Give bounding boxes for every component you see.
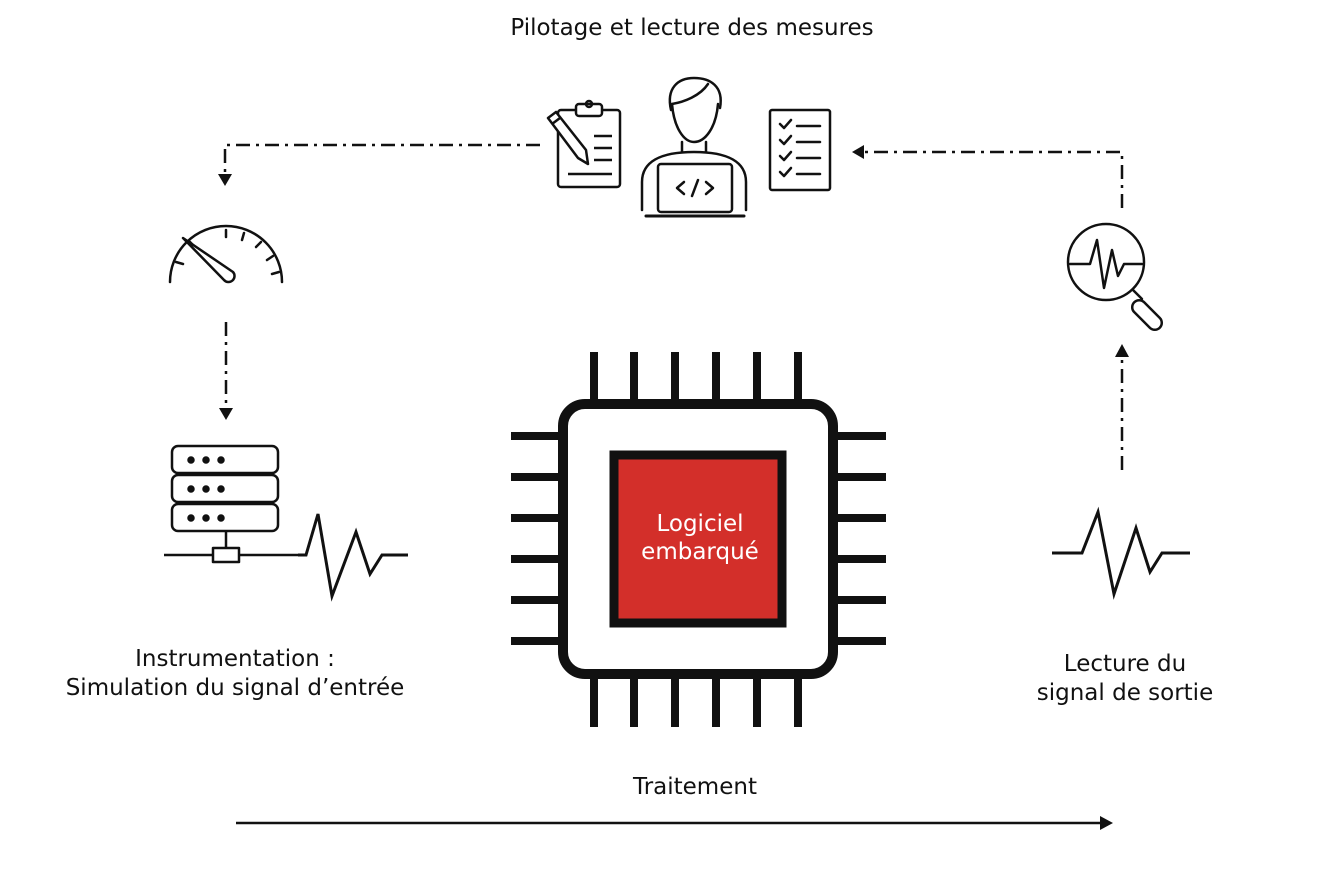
input-signal-icon xyxy=(298,513,408,602)
instrumentation-label-line-1: Instrumentation : xyxy=(135,646,335,672)
instrumentation-label-line-2: Simulation du signal d’entrée xyxy=(65,674,405,701)
connector-left-vertical xyxy=(219,322,233,420)
chip-core xyxy=(609,450,787,628)
connector-top-left xyxy=(218,143,540,186)
magnifier-signal-icon xyxy=(1066,222,1164,332)
instrumentation-label: Instrumentation : Simulation du signal d… xyxy=(20,645,450,703)
output-reading-label: Lecture du signal de sortie xyxy=(990,650,1260,708)
output-reading-label-line-1: Lecture du xyxy=(1063,651,1187,677)
traitement-arrow xyxy=(236,816,1113,830)
checklist-icon xyxy=(768,108,832,192)
server-stack-icon xyxy=(164,444,298,564)
connector-top-right xyxy=(852,145,1124,208)
output-reading-label-line-2: signal de sortie xyxy=(1036,679,1214,706)
output-signal-icon xyxy=(1052,506,1190,600)
gauge-icon xyxy=(168,224,284,284)
traitement-label: Traitement xyxy=(633,774,757,800)
chip-label-line-2: embarqué xyxy=(641,538,759,565)
diagram-title: Pilotage et lecture des mesures xyxy=(510,15,874,41)
chip-label-line-1: Logiciel xyxy=(656,511,744,537)
developer-laptop-icon xyxy=(640,76,748,218)
connector-right-vertical xyxy=(1115,344,1129,470)
microchip-icon xyxy=(511,352,886,727)
clipboard-pencil-icon xyxy=(546,99,622,189)
chip-label: Logiciel embarqué xyxy=(620,511,780,566)
